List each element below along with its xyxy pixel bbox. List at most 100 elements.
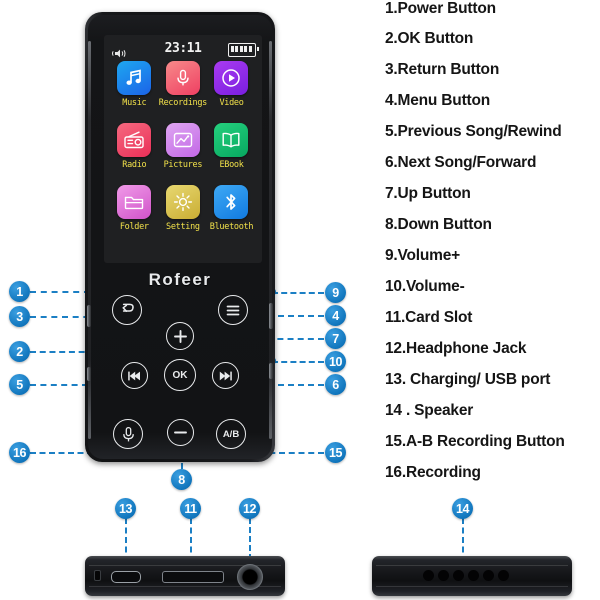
app-video[interactable]: Video [207, 61, 256, 123]
legend-item-14: 14 . Speaker [385, 402, 474, 419]
legend-list: 1.Power Button 2.OK Button 3.Return Butt… [385, 0, 600, 490]
legend-item-1: 1.Power Button [385, 0, 496, 17]
legend-item-9: 9.Volume+ [385, 247, 461, 264]
volume-down-side-button[interactable] [269, 363, 273, 379]
recording-button[interactable] [113, 419, 143, 449]
callout-11[interactable]: 11 [180, 498, 201, 519]
radio-icon [117, 123, 152, 157]
edge-seam-bottom [376, 586, 568, 587]
speaker-hole [438, 570, 449, 581]
legend-item-4: 4.Menu Button [385, 92, 491, 109]
callout-14[interactable]: 14 [452, 498, 473, 519]
app-folder[interactable]: Folder [110, 185, 159, 247]
callout-2[interactable]: 2 [9, 341, 30, 362]
speaker-hole [423, 570, 434, 581]
right-chrome-rail [269, 41, 272, 439]
app-grid: Music Recordings [110, 61, 256, 247]
return-button[interactable] [112, 295, 142, 325]
callout-7[interactable]: 7 [325, 328, 346, 349]
music-note-icon [117, 61, 152, 95]
callout-8[interactable]: 8 [171, 469, 192, 490]
callout-12[interactable]: 12 [239, 498, 260, 519]
app-radio[interactable]: Radio [110, 123, 159, 185]
legend-item-2: 2.OK Button [385, 30, 474, 47]
edge-seam-top [89, 565, 281, 566]
lanyard-hole [94, 570, 101, 581]
app-label: Pictures [163, 160, 203, 170]
leader-15 [240, 452, 324, 454]
app-label: Radio [122, 160, 147, 170]
power-side-button[interactable] [87, 305, 91, 327]
app-setting[interactable]: Setting [159, 185, 208, 247]
leader-9 [272, 292, 324, 294]
brand-logo: Rofeer [148, 270, 212, 289]
previous-side-button[interactable] [87, 367, 91, 381]
speaker-hole [468, 570, 479, 581]
legend-item-16: 16.Recording [385, 464, 481, 481]
microphone-icon [165, 61, 200, 95]
device-bottom-edge-view [85, 556, 285, 596]
edge-seam-top [376, 565, 568, 566]
plus-icon [173, 329, 188, 344]
app-ebook[interactable]: EBook [207, 123, 256, 185]
ab-label: A/B [222, 428, 240, 440]
previous-button[interactable] [121, 362, 148, 389]
edge-seam-bottom [89, 586, 281, 587]
callout-9[interactable]: 9 [325, 282, 346, 303]
leader-10 [272, 361, 324, 363]
callout-6[interactable]: 6 [325, 374, 346, 395]
legend-item-12: 12.Headphone Jack [385, 340, 527, 357]
callout-1[interactable]: 1 [9, 281, 30, 302]
leader-12 [249, 518, 251, 560]
battery-full-icon [228, 43, 259, 57]
clock-time: 23:11 [164, 41, 202, 56]
legend-item-6: 6.Next Song/Forward [385, 154, 537, 171]
callout-13[interactable]: 13 [115, 498, 136, 519]
callout-10[interactable]: 10 [325, 351, 346, 372]
leader-16 [30, 452, 112, 454]
leader-13 [125, 518, 127, 562]
return-arrow-icon [119, 303, 136, 318]
ab-recording-button[interactable]: A/B [216, 419, 246, 449]
next-button[interactable] [212, 362, 239, 389]
leader-1 [30, 291, 90, 293]
device-top-edge-view [372, 556, 572, 596]
legend-item-11: 11.Card Slot [385, 309, 473, 326]
app-recordings[interactable]: Recordings [159, 61, 207, 123]
legend-item-3: 3.Return Button [385, 61, 500, 78]
card-slot[interactable] [162, 571, 224, 583]
callout-5[interactable]: 5 [9, 374, 30, 395]
folder-icon [117, 185, 152, 219]
legend-item-15: 15.A-B Recording Button [385, 433, 565, 450]
app-label: Music [122, 98, 147, 108]
callout-15[interactable]: 15 [325, 442, 346, 463]
down-button[interactable] [167, 419, 194, 446]
app-label: Video [219, 98, 244, 108]
play-circle-icon [214, 61, 249, 95]
usb-c-port[interactable] [111, 571, 141, 583]
callout-16[interactable]: 16 [9, 442, 30, 463]
bluetooth-icon [214, 185, 249, 219]
image-icon [165, 123, 200, 157]
next-track-icon [218, 370, 233, 382]
headphone-jack[interactable] [237, 564, 263, 590]
book-icon [214, 123, 249, 157]
up-button[interactable] [166, 322, 194, 350]
menu-button[interactable] [218, 295, 248, 325]
app-bluetooth[interactable]: Bluetooth [207, 185, 256, 247]
device-front-view: 23:11 [85, 12, 275, 462]
app-music[interactable]: Music [110, 61, 159, 123]
speaker-hole [483, 570, 494, 581]
volume-up-side-button[interactable] [269, 303, 273, 329]
device-screen[interactable]: 23:11 [104, 35, 262, 263]
callout-3[interactable]: 3 [9, 306, 30, 327]
leader-11 [190, 518, 192, 562]
ok-button[interactable]: OK [164, 359, 196, 391]
callout-4[interactable]: 4 [325, 305, 346, 326]
legend-item-5: 5.Previous Song/Rewind [385, 123, 562, 140]
speaker-hole [498, 570, 509, 581]
app-pictures[interactable]: Pictures [159, 123, 208, 185]
speaker-hole [453, 570, 464, 581]
left-chrome-rail [88, 41, 91, 439]
